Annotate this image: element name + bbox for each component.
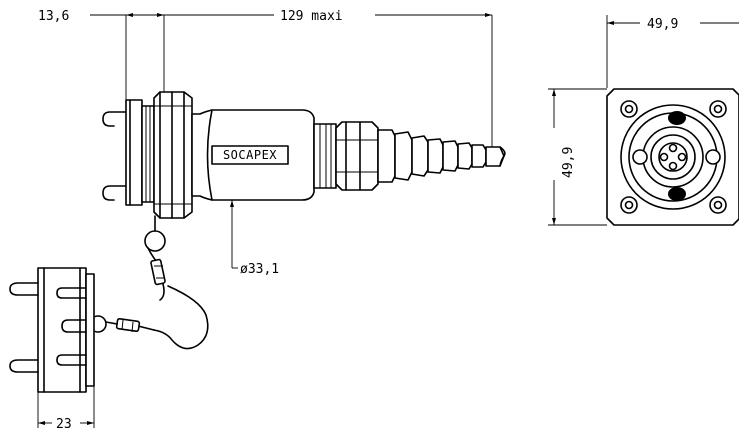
dimension-cap-width: 23 <box>37 386 95 431</box>
dimension-length-max: 129 maxi <box>164 9 493 150</box>
dim-square-width-label: 49,9 <box>647 17 678 32</box>
dimension-square-height: 49,9 <box>548 88 607 226</box>
dim-cap-width-label: 23 <box>56 417 72 431</box>
lanyard-chain <box>89 215 209 350</box>
dim-square-height-label: 49,9 <box>561 147 576 178</box>
connector-side-view: SOCAPEX <box>102 91 506 219</box>
dimension-body-diameter: ø33,1 <box>230 200 279 277</box>
protective-cap <box>9 267 95 393</box>
connector-front-view <box>606 88 739 226</box>
dim-length-max-label: 129 maxi <box>280 9 343 24</box>
dimension-square-width: 49,9 <box>606 15 739 88</box>
dim-body-diameter-label: ø33,1 <box>240 262 279 277</box>
dimension-flange-width: 13,6 <box>38 9 165 100</box>
dim-flange-width-label: 13,6 <box>38 9 69 24</box>
brand-label: SOCAPEX <box>223 148 277 162</box>
